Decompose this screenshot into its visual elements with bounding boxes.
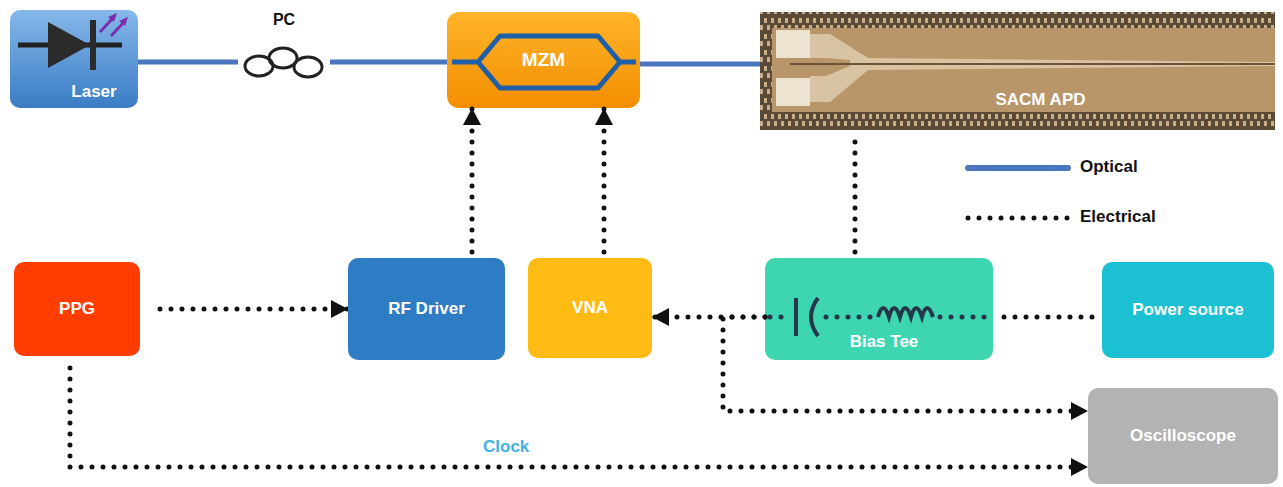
- apd-chip-photo: [760, 12, 1275, 130]
- optical-fiber: [138, 60, 238, 65]
- polarization-coils: [245, 48, 322, 77]
- node-label: PPG: [59, 299, 95, 319]
- electrical-wire: [993, 315, 1092, 320]
- node-label: Bias Tee: [850, 332, 919, 352]
- node-label: Laser: [71, 82, 116, 102]
- oscilloscope-box: Oscilloscope: [1088, 388, 1278, 484]
- legend-line-sample: [968, 165, 1068, 171]
- node-label: SACM APD: [995, 90, 1085, 110]
- laser-box: Laser: [10, 10, 138, 108]
- electrical-wire: [723, 317, 1088, 411]
- photodetector-chip: SACM APD: [760, 12, 1275, 130]
- optical-fiber: [640, 62, 760, 67]
- legend-line-sample: [968, 216, 1068, 221]
- node-label: Power source: [1132, 300, 1244, 320]
- legend-text: Electrical: [1080, 207, 1156, 227]
- power-source-box: Power source: [1102, 262, 1274, 358]
- legend-text: Optical: [1080, 157, 1138, 177]
- node-label: RF Driver: [388, 299, 465, 319]
- electrical-wire: [853, 142, 858, 258]
- node-label: VNA: [572, 298, 608, 318]
- node-label: PC: [273, 10, 295, 29]
- pattern-generator-box: PPG: [14, 262, 140, 356]
- electrical-wire: [160, 307, 348, 312]
- electrical-wire: [602, 108, 607, 252]
- modulator-box: MZM: [447, 12, 640, 108]
- node-label: Oscilloscope: [1130, 426, 1236, 446]
- rf-driver-box: RF Driver: [348, 258, 505, 360]
- bias-tee-box: Bias Tee: [765, 258, 993, 360]
- edge-label: Clock: [480, 437, 532, 457]
- mzm-body: [447, 12, 640, 108]
- vna-box: VNA: [528, 258, 652, 358]
- polarization-controller: PC: [238, 8, 330, 84]
- node-label: MZM: [522, 49, 565, 72]
- electrical-wire: [70, 368, 1088, 467]
- bias-tee-symbol: [765, 258, 993, 360]
- laser-icon: [10, 10, 138, 108]
- optical-fiber: [330, 60, 447, 65]
- electrical-wire: [652, 315, 765, 320]
- electrical-wire: [470, 108, 475, 252]
